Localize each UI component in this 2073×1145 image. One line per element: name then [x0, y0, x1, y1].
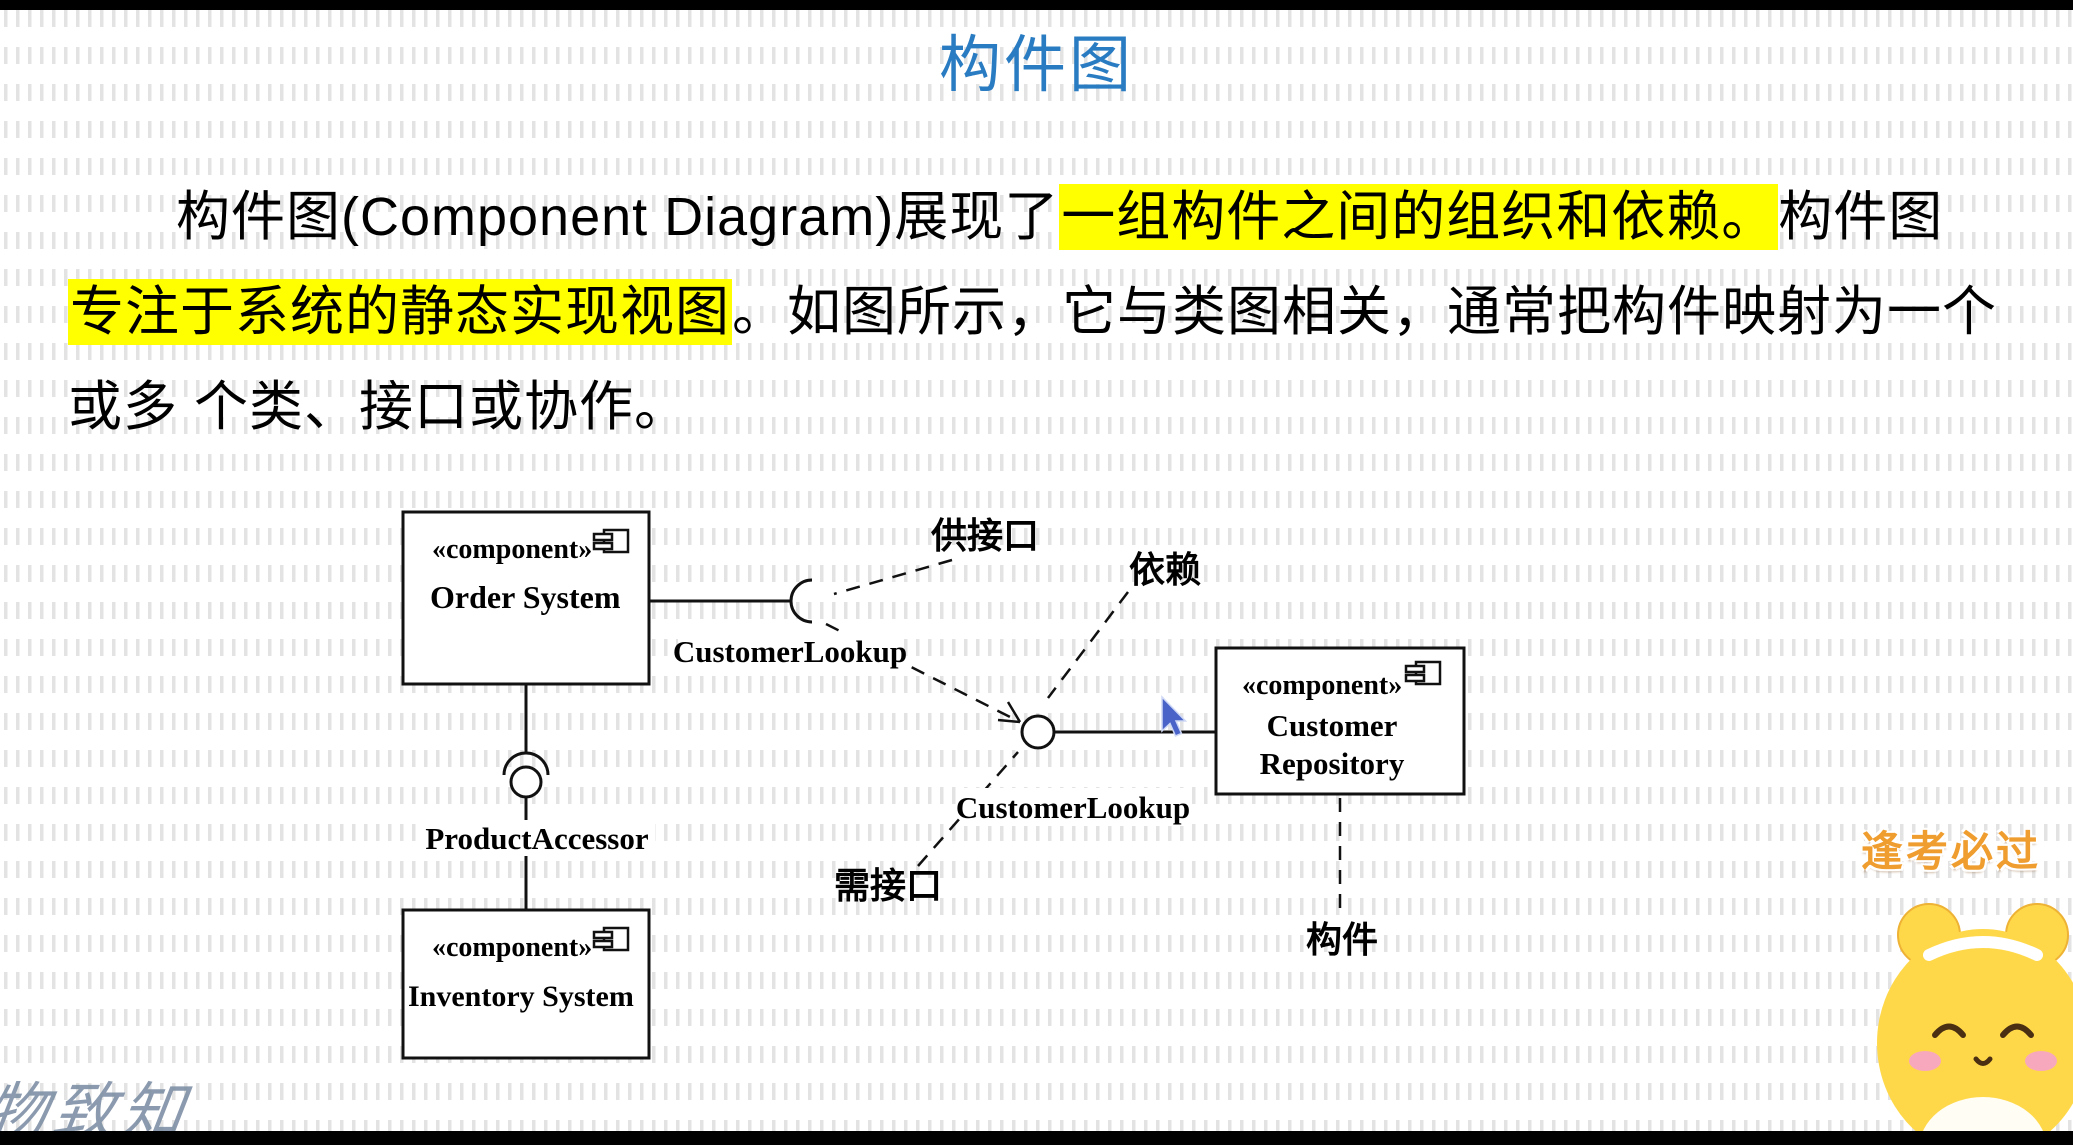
- stereotype-label: «component»: [1242, 670, 1402, 701]
- dependency-label: 依赖: [1129, 550, 1201, 590]
- mascot-blush-right: [2025, 1051, 2057, 1071]
- bottom-letterbox-bar: [0, 1131, 2073, 1145]
- component-name-line1: Customer: [1267, 708, 1398, 743]
- dependency-callout-line: [1047, 591, 1129, 699]
- component-order-system: «component» Order System: [401, 510, 651, 686]
- component-icon: [592, 528, 630, 554]
- text-run: 构件图: [1778, 187, 1944, 247]
- provided-ball-icon: [1020, 714, 1056, 750]
- mascot-shine: [1923, 936, 2043, 961]
- connector-lines: [524, 599, 1216, 910]
- mascot-character: [1877, 903, 2073, 1145]
- productaccessor-label: ProductAccessor: [425, 821, 648, 856]
- body-text-line-3: 或多 个类、接口或协作。: [68, 377, 690, 437]
- body-text-line-1: 构件图(Component Diagram)展现了一组构件之间的组织和依赖。构件…: [68, 170, 2033, 265]
- customerlookup-top-label: CustomerLookup: [673, 634, 907, 669]
- mouse-cursor-icon: [1161, 695, 1188, 737]
- diagram-labels: CustomerLookup CustomerLookup ProductAcc…: [420, 516, 1378, 960]
- provided-interface-callout-line: [833, 558, 953, 596]
- text-run: 构件图(Component Diagram)展现了: [176, 187, 1060, 247]
- component-name: Order System: [430, 579, 621, 615]
- label-mask: [678, 632, 904, 670]
- mascot-blush-left: [1909, 1051, 1941, 1071]
- watermark-stamp: 逢考必过: [1860, 828, 2041, 875]
- component-name-line2: Repository: [1260, 746, 1405, 781]
- stereotype-label: «component»: [432, 932, 592, 963]
- top-letterbox-bar: [0, 0, 2073, 10]
- customerlookup-bottom-label: CustomerLookup: [956, 790, 1190, 825]
- provided-interface-label: 供接口: [931, 516, 1039, 556]
- component-inventory-system: «component» Inventory System: [401, 908, 651, 1060]
- body-text: 构件图(Component Diagram)展现了一组构件之间的组织和依赖。构件…: [68, 170, 2033, 455]
- page-title: 构件图: [938, 31, 1134, 100]
- required-interface-label: 需接口: [834, 866, 942, 906]
- component-customer-repository: «component» Customer Repository: [1214, 646, 1466, 796]
- productaccessor-ball-icon: [509, 765, 543, 799]
- highlighted-text: 一组构件之间的组织和依赖。: [1059, 184, 1779, 250]
- mascot-mouth: [1973, 1056, 1993, 1066]
- highlighted-text: 专注于系统的静态实现视图: [68, 279, 732, 345]
- socket-down-icon: [502, 751, 550, 776]
- component-icon: [1404, 660, 1442, 686]
- label-mask: [420, 820, 655, 856]
- label-mask: [960, 788, 1188, 826]
- body-text-line-2: 专注于系统的静态实现视图。如图所示，它与类图相关，通常把构件映射为一个: [68, 265, 2033, 360]
- required-socket-icon: [789, 578, 813, 624]
- component-name: Inventory System: [408, 980, 634, 1013]
- stereotype-label: «component»: [432, 534, 592, 565]
- text-run: 。如图所示，它与类图相关，通常把构件映射为一个: [732, 282, 1997, 342]
- mascot-head: [1877, 929, 2073, 1145]
- dependency-arrowhead-icon: [997, 701, 1022, 724]
- component-icon: [592, 926, 630, 952]
- component-label: 构件: [1306, 920, 1378, 960]
- mascot-eye-right: [2000, 1023, 2034, 1038]
- mascot-eye-left: [1932, 1023, 1966, 1038]
